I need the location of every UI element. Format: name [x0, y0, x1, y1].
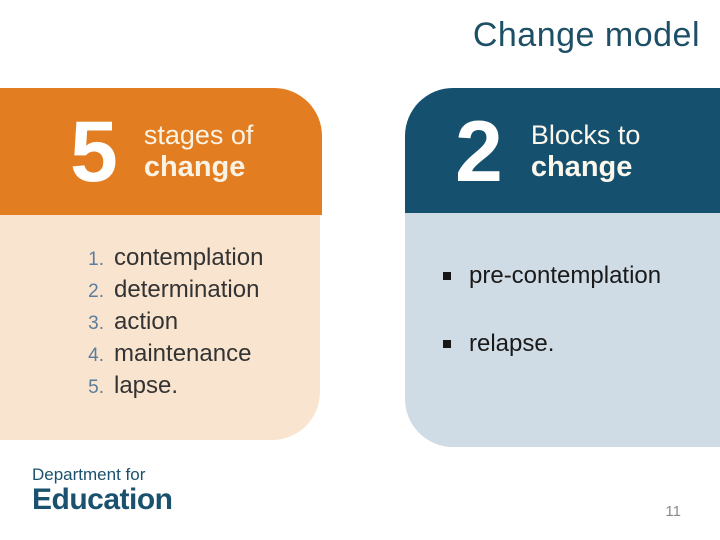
- stage-list-item: 5. lapse.: [0, 371, 320, 403]
- blocks-card-body: pre-contemplation relapse.: [405, 213, 720, 447]
- blocks-card-header: 2 Blocks to change: [405, 88, 720, 215]
- stage-label: lapse.: [114, 372, 179, 399]
- blocks-label-line2: change: [530, 151, 633, 183]
- blocks-card-label: Blocks to change: [531, 120, 641, 183]
- stage-number: 4.: [88, 345, 104, 366]
- stage-label: determination: [114, 276, 260, 303]
- stages-label-line1: stages of: [143, 120, 254, 150]
- stages-count: 5: [70, 103, 118, 200]
- stage-label: maintenance: [114, 340, 252, 367]
- stages-card-label: stages of change: [144, 120, 254, 183]
- stages-card-body: 1. contemplation 2. determination 3. act…: [0, 215, 320, 440]
- stage-list-item: 3. action: [0, 307, 320, 339]
- square-bullet-icon: [443, 340, 451, 348]
- blocks-count: 2: [455, 103, 503, 200]
- page-number: 11: [665, 503, 681, 520]
- stage-list-item: 2. determination: [0, 275, 320, 307]
- stage-list-item: 4. maintenance: [0, 339, 320, 371]
- block-list-item: pre-contemplation: [443, 261, 720, 291]
- dfe-logo: Department for Education: [32, 465, 173, 516]
- block-label: relapse.: [469, 330, 555, 357]
- slide-title: Change model: [472, 16, 700, 54]
- stages-label-line2: change: [143, 151, 246, 183]
- dfe-logo-line2: Education: [32, 483, 173, 516]
- blocks-label-line1: Blocks to: [530, 120, 641, 150]
- stage-number: 5.: [88, 377, 104, 398]
- stage-list-item: 1. contemplation: [0, 243, 320, 275]
- stage-number: 3.: [88, 313, 104, 334]
- block-list-item: relapse.: [443, 329, 720, 359]
- stage-number: 2.: [88, 281, 104, 302]
- stage-number: 1.: [88, 249, 104, 270]
- stage-label: contemplation: [114, 244, 264, 271]
- block-label: pre-contemplation: [469, 262, 662, 289]
- stages-card-header: 5 stages of change: [0, 88, 322, 215]
- stages-list: 1. contemplation 2. determination 3. act…: [0, 215, 320, 403]
- stage-label: action: [114, 308, 179, 335]
- square-bullet-icon: [443, 272, 451, 280]
- dfe-logo-line1: Department for: [32, 465, 146, 484]
- blocks-list: pre-contemplation relapse.: [405, 213, 720, 359]
